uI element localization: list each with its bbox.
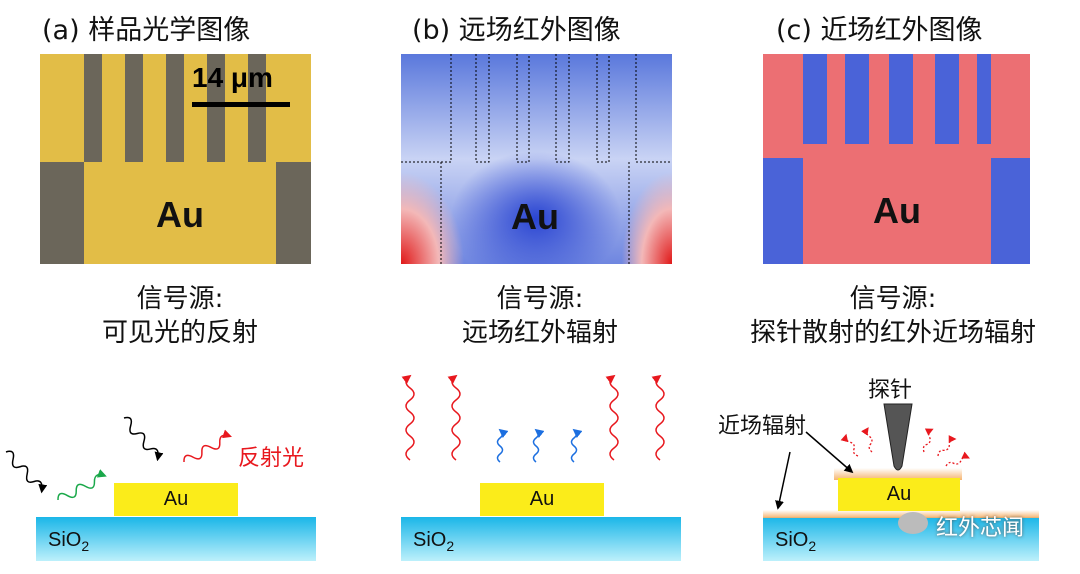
far-wave-1	[401, 374, 415, 461]
signal-c: 信号源: 探针散射的红外近场辐射	[728, 282, 1058, 350]
watermark-text: 红外芯闻	[936, 516, 1025, 541]
farfield-image: Au	[401, 54, 672, 264]
panel-a-title: (a) 样品光学图像	[42, 15, 251, 46]
wechat-icon	[898, 512, 928, 534]
reflected-wave-green	[57, 469, 107, 501]
incident-wave-2	[123, 416, 164, 462]
substrate-b-label: SiO2	[413, 529, 455, 554]
signal-c-line1: 信号源:	[849, 284, 937, 314]
probe-label: 探针	[868, 378, 913, 403]
incident-wave-1	[5, 450, 48, 494]
au-pad-c-nearfield-glow	[834, 468, 962, 480]
panel-c-title: (c) 近场红外图像	[776, 15, 983, 46]
substrate-c-nearfield-layer	[763, 510, 1039, 518]
au-label-optical: Au	[156, 194, 204, 235]
au-label-farfield: Au	[511, 196, 559, 237]
reflected-wave-red	[183, 429, 232, 463]
blue-wave-2	[532, 428, 545, 463]
farfield-map	[401, 54, 672, 264]
signal-c-line2: 探针散射的红外近场辐射	[749, 318, 1036, 348]
probe-tip-shape	[883, 403, 913, 471]
far-wave-2	[447, 374, 461, 461]
blue-wave-1	[496, 428, 509, 463]
reflected-light-label: 反射光	[238, 446, 305, 471]
substrate-a: SiO2	[36, 517, 316, 561]
signal-a: 信号源: 可见光的反射	[60, 282, 300, 350]
scale-bar-label: 14 μm	[192, 62, 273, 93]
nearfield-image: Au	[763, 54, 1030, 264]
signal-a-line1: 信号源:	[136, 284, 224, 314]
signal-b-line2: 远场红外辐射	[461, 318, 618, 348]
au-pad-a: Au	[114, 483, 238, 516]
signal-b: 信号源: 远场红外辐射	[420, 282, 660, 350]
optical-image: 14 μm Au	[40, 54, 311, 264]
au-pad-b: Au	[480, 483, 604, 516]
substrate-a-label: SiO2	[48, 529, 90, 554]
near-field-label: 近场辐射	[718, 414, 807, 439]
panel-b-title: (b) 远场红外图像	[412, 15, 621, 46]
blue-wave-3	[570, 428, 583, 463]
signal-b-line1: 信号源:	[496, 284, 584, 314]
optical-pattern	[40, 54, 311, 264]
nearfield-map	[763, 54, 1030, 264]
substrate-b: SiO2	[401, 517, 681, 561]
far-wave-4	[651, 374, 665, 461]
substrate-c-label: SiO2	[775, 529, 817, 554]
au-label-nearfield: Au	[873, 190, 921, 231]
signal-a-line2: 可见光的反射	[101, 318, 258, 348]
au-pad-c: Au	[838, 478, 960, 511]
far-wave-3	[605, 374, 619, 461]
